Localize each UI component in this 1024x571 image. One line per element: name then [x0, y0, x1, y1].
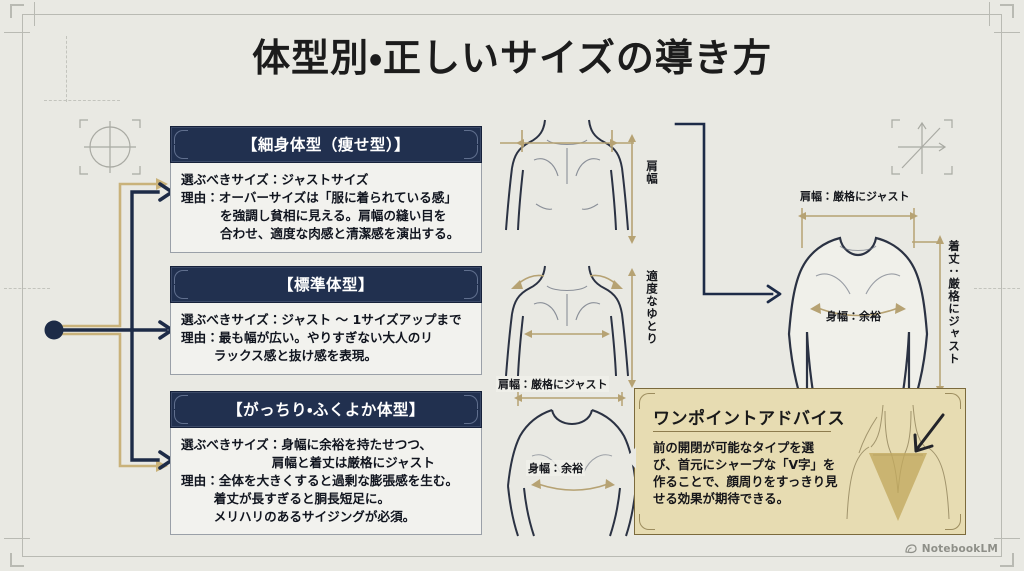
card-line: を強調し貧相に見える。肩幅の縫い目を [220, 207, 447, 223]
advice-line: せる効果が期待できる。 [653, 491, 790, 507]
garment-outline [787, 208, 944, 395]
flow-origin-dot [44, 320, 64, 340]
corner-accent-tr [464, 395, 478, 409]
frame-corner-tl [10, 4, 24, 18]
figure-label-shoulder-strict: 肩幅：厳格にジャスト [496, 376, 610, 392]
advice-divider [653, 431, 831, 433]
watermark-label: NotebookLM [921, 543, 998, 555]
advice-callout-notch [626, 447, 636, 469]
card-slim-body-type[interactable]: 【細身体型（痩せ型）】 選ぶべきサイズ：ジャストサイズ 理由：オーバーサイズは「… [170, 126, 482, 253]
corner-accent-tr [464, 130, 478, 144]
card-line: 着丈が長すぎると胴長短足に。 [213, 490, 391, 506]
registration-axis-mark [891, 119, 953, 175]
card-header: 【がっちり・ふくよか体型】 [170, 391, 482, 428]
frame-corner-bl [10, 553, 24, 567]
corner-accent-bl [639, 514, 655, 530]
bracket-connector [674, 122, 782, 304]
right-label-shoulder: 肩幅：厳格にジャスト [800, 190, 910, 203]
corner-accent-br [464, 410, 478, 424]
frame-corner-br [1000, 553, 1014, 567]
corner-accent-bl [174, 285, 188, 299]
torso-figure-shoulder-width [500, 119, 636, 244]
figure-label-shoulder-width: 肩幅 [645, 160, 659, 185]
v-neckline-illustration [846, 404, 950, 521]
corner-accent-bl [174, 410, 188, 424]
corner-accent-tl [174, 270, 188, 284]
frame-tick-left [4, 32, 30, 34]
registration-crosshair-mark [79, 119, 141, 175]
corner-accent-br [464, 145, 478, 159]
card-heading-text: 【がっちり・ふくよか体型】 [227, 401, 425, 419]
corner-accent-tr [464, 270, 478, 284]
frame-corner-tr [1000, 4, 1014, 18]
frame-tick-left-bottom [4, 537, 30, 539]
frame-tick-right-bottom [994, 537, 1020, 539]
card-stocky-body-type[interactable]: 【がっちり・ふくよか体型】 選ぶべきサイズ：身幅に余裕を持たせつつ、 肩幅と着丈… [170, 391, 482, 536]
page-title: 体型別・正しいサイズの導き方 [252, 35, 772, 80]
card-header: 【細身体型（痩せ型）】 [170, 126, 482, 163]
card-line: 選ぶべきサイズ：身幅に余裕を持たせつつ、 [181, 437, 432, 452]
card-line: 合わせ、適度な肉感と清潔感を演出する。 [220, 225, 460, 241]
frame-tick-top-right [988, 2, 990, 26]
frame-tick-right [994, 32, 1020, 34]
torso-figure-ease [505, 265, 636, 388]
advice-line: 作ることで、顔周りをすっきり見 [653, 474, 838, 490]
card-line: メリハリのあるサイジングが必須。 [213, 508, 416, 524]
corner-accent-bl [174, 145, 188, 159]
flow-connector-arrows [44, 178, 174, 472]
card-line: 肩幅と着丈は厳格にジャスト [271, 454, 435, 470]
right-label-length: 着丈：厳格にジャスト [947, 240, 961, 365]
advice-line: び、首元にシャープな「V字」を [653, 457, 836, 473]
right-label-body-width: 身幅：余裕 [826, 310, 881, 323]
frame-guide-dash-vertical [66, 36, 67, 102]
notebooklm-watermark: NotebookLM [905, 543, 998, 555]
advice-line: 前の開閉が可能なタイプを選 [653, 440, 815, 455]
figure-label-ease: 適度なゆとり [645, 270, 659, 345]
card-line: 理由：最も幅が広い。やりすぎない大人のリ [181, 329, 433, 345]
frame-guide-dash-horizontal [44, 100, 120, 101]
summary-garment-figure: 肩幅：厳格にジャスト [770, 178, 1010, 395]
advice-text: 前の開閉が可能なタイプを選 び、首元にシャープな「V字」を 作ることで、顔周りを… [653, 439, 841, 507]
corner-accent-tr [945, 393, 961, 409]
card-line: 理由：全体を大きくすると過剰な膨張感を生む。 [181, 472, 459, 488]
card-body: 選ぶべきサイズ：ジャストサイズ 理由：オーバーサイズは「服に着られている感」 を… [170, 163, 482, 253]
card-line: 理由：オーバーサイズは「服に着られている感」 [181, 189, 457, 205]
card-heading-text: 【細身体型（痩せ型）】 [241, 136, 411, 154]
frame-guide-dash-mid-right [974, 288, 1020, 289]
blueprint-frame [22, 14, 1002, 557]
figure-label-body-ease: 身幅：余裕 [526, 460, 585, 476]
corner-accent-br [945, 514, 961, 530]
card-line: 選ぶべきサイズ：ジャストサイズ [181, 172, 369, 187]
corner-accent-tl [174, 395, 188, 409]
advice-title: ワンポイントアドバイス [653, 409, 845, 429]
frame-guide-dash-mid-left [4, 288, 50, 289]
card-body: 選ぶべきサイズ：ジャスト 〜 1サイズアップまで 理由：最も幅が広い。やりすぎな… [170, 303, 482, 375]
notebooklm-logo-icon [905, 544, 917, 554]
measurement-figures-column: 肩幅 [492, 112, 682, 542]
card-line: 選ぶべきサイズ：ジャスト 〜 1サイズアップまで [181, 312, 462, 327]
one-point-advice-box[interactable]: ワンポイントアドバイス 前の開閉が可能なタイプを選 び、首元にシャープな「V字」… [626, 388, 966, 535]
frame-tick-top [34, 2, 36, 26]
card-body: 選ぶべきサイズ：身幅に余裕を持たせつつ、 肩幅と着丈は厳格にジャスト 理由：全体… [170, 428, 482, 536]
card-heading-text: 【標準体型】 [277, 276, 374, 294]
card-standard-body-type[interactable]: 【標準体型】 選ぶべきサイズ：ジャスト 〜 1サイズアップまで 理由：最も幅が広… [170, 266, 482, 375]
card-line: ラックス感と抜け感を表現。 [213, 347, 378, 363]
card-header: 【標準体型】 [170, 266, 482, 303]
corner-accent-tl [639, 393, 655, 409]
corner-accent-tl [174, 130, 188, 144]
corner-accent-br [464, 285, 478, 299]
